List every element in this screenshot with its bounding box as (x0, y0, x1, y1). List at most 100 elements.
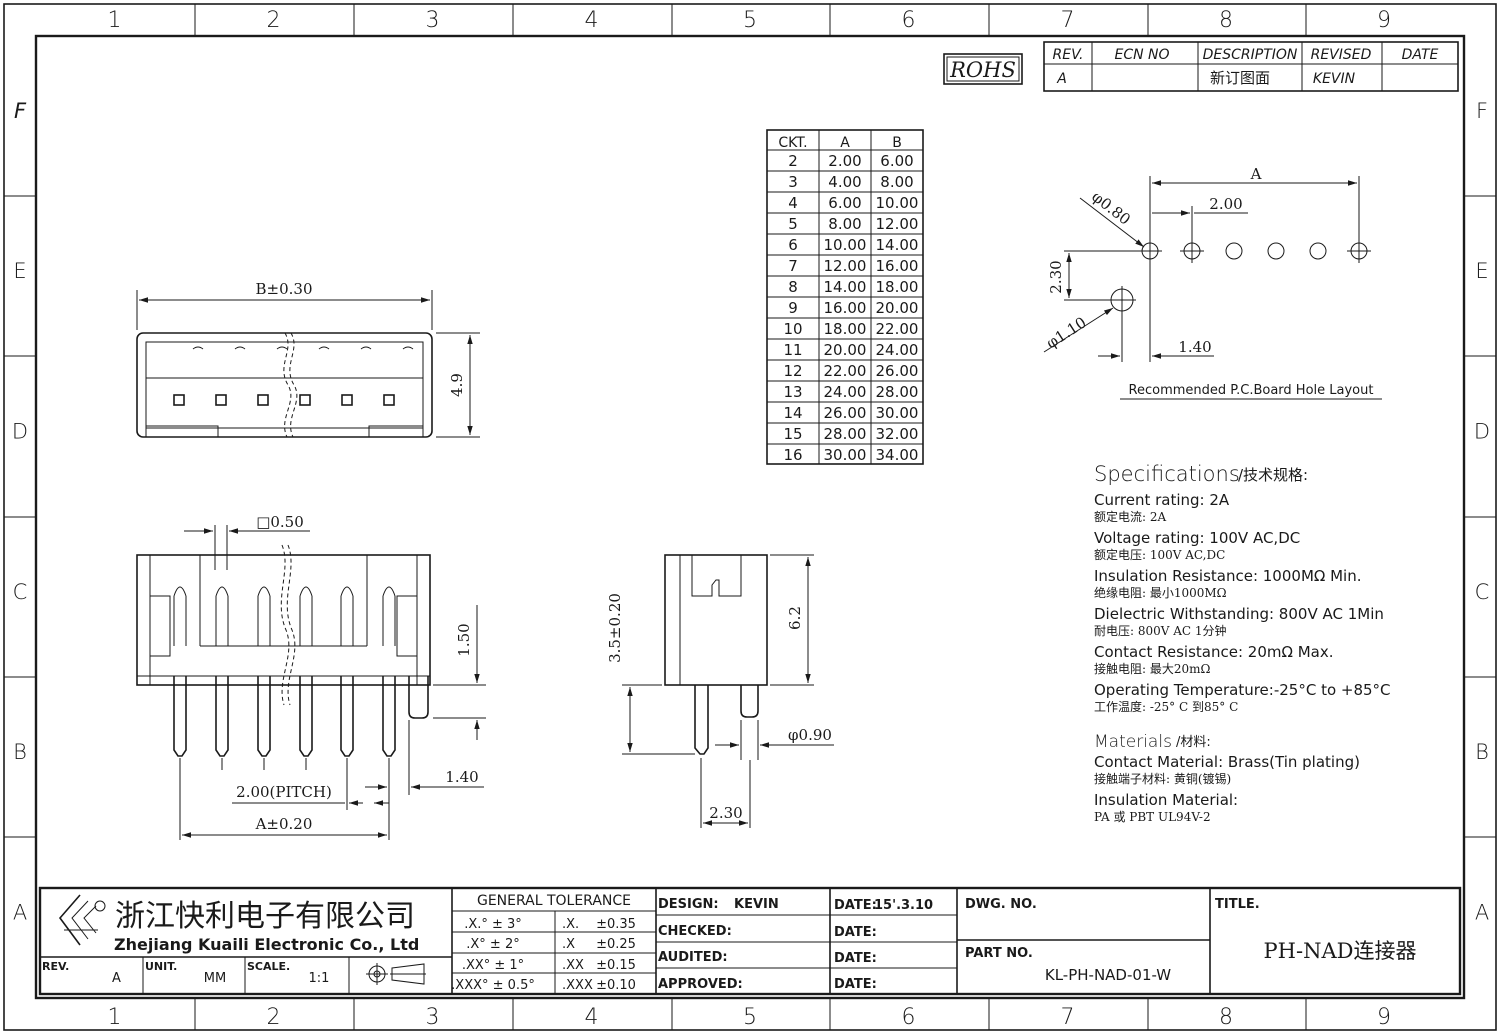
rohs-stamp: ROHS (943, 53, 1023, 85)
row-label-right: D (1474, 420, 1490, 444)
row-label-right: C (1475, 580, 1490, 604)
company-name-zh: 浙江快利电子有限公司 (115, 899, 415, 934)
ckt-cell-a: 30.00 (824, 446, 867, 464)
spec-item-zh: 额定电压: 100V AC,DC (1094, 547, 1225, 562)
design-label: DESIGN: (658, 897, 719, 912)
top-view-pin-squares (173, 394, 395, 406)
tolerance-value: ±0.35 (596, 917, 636, 932)
side-view-dim-dia: φ0.90 (788, 726, 832, 744)
tolerance-angle: .X° ± 2° (466, 937, 519, 952)
ckt-cell-ckt: 9 (788, 299, 798, 317)
side-view-dim-left: 3.5±0.20 (606, 593, 624, 663)
ckt-cell-ckt: 4 (788, 194, 798, 212)
side-view-pin-long (694, 685, 709, 755)
ckt-cell-a: 24.00 (824, 383, 867, 401)
material-item-en: Contact Material: Brass(Tin plating) (1094, 753, 1360, 771)
column-label-top: 8 (1219, 8, 1233, 33)
pcb-hole (1309, 242, 1327, 260)
description-value: 新订图面 (1210, 69, 1270, 87)
unit-label: UNIT. (145, 960, 177, 973)
ckt-header-b: B (892, 135, 902, 151)
ckt-cell-b: 18.00 (876, 278, 919, 296)
company-logo-icon (58, 894, 106, 946)
top-view-pin (173, 394, 185, 406)
column-label-top: 5 (743, 8, 757, 33)
top-view-latch-bumps (192, 346, 414, 350)
column-label-top: 9 (1377, 8, 1391, 33)
ckt-cell-a: 2.00 (828, 152, 861, 170)
ckt-cell-a: 4.00 (828, 173, 861, 191)
revision-table: REV. ECN NO DESCRIPTION REVISED DATE A 新… (1043, 41, 1459, 92)
ckt-cell-ckt: 16 (783, 446, 802, 464)
front-view-pin (382, 676, 396, 757)
ckt-cell-b: 14.00 (876, 236, 919, 254)
pcb-dia-large: φ1.10 (1043, 313, 1090, 352)
ckt-cell-a: 28.00 (824, 425, 867, 443)
projection-symbol-icon (366, 963, 426, 985)
column-label-bottom: 8 (1219, 1005, 1233, 1030)
rev-value: A (1056, 71, 1067, 87)
front-view-pins (137, 586, 430, 770)
row-label-left: F (14, 99, 27, 123)
checked-label: CHECKED: (658, 924, 732, 939)
spec-item-en: Current rating: 2A (1094, 491, 1230, 509)
ckt-header-a: A (840, 135, 850, 151)
column-label-bottom: 9 (1377, 1005, 1391, 1030)
front-view-pin (215, 676, 229, 757)
front-view-pin-top (340, 586, 354, 597)
row-label-left: B (13, 740, 27, 764)
frame-grid-ticks (4, 4, 1496, 1030)
pcb-hole (1225, 242, 1243, 260)
row-label-left: C (13, 580, 28, 604)
ckt-cell-b: 10.00 (876, 194, 919, 212)
unit-value: MM (204, 971, 226, 986)
ckt-cell-a: 12.00 (824, 257, 867, 275)
row-label-right: A (1475, 901, 1489, 925)
design-value: KEVIN (734, 897, 779, 912)
design-date-value: 15'.3.10 (874, 898, 933, 913)
top-view-bump (318, 346, 330, 350)
ckt-cell-ckt: 3 (788, 173, 798, 191)
front-view-pin (257, 676, 271, 757)
side-view-body (664, 554, 768, 686)
row-label-right: B (1475, 740, 1489, 764)
column-label-bottom: 3 (426, 1005, 440, 1030)
column-label-top: 2 (267, 8, 281, 33)
tolerance-angle: .X.° ± 3° (464, 917, 522, 932)
top-view-pin (341, 394, 353, 406)
spec-item-en: Dielectric Withstanding: 800V AC 1Min (1094, 605, 1384, 623)
ckt-cell-a: 18.00 (824, 320, 867, 338)
front-view-body (136, 554, 431, 686)
row-label-left: E (13, 259, 26, 283)
rev-value: A (112, 971, 121, 986)
front-view-pin (173, 676, 187, 757)
frame-row-labels-right: F E D C B A (1474, 99, 1490, 925)
row-label-right: E (1475, 259, 1488, 283)
ckt-cell-a: 6.00 (828, 194, 861, 212)
ckt-cell-b: 32.00 (876, 425, 919, 443)
rev-header: REV. (1053, 47, 1084, 63)
date-header: DATE (1402, 47, 1439, 63)
column-label-top: 7 (1061, 8, 1075, 33)
front-view-dim-pitch: 2.00(PITCH) (236, 783, 332, 801)
column-label-bottom: 6 (902, 1005, 916, 1030)
ckt-cell-a: 8.00 (828, 215, 861, 233)
top-view-bump (360, 346, 372, 350)
column-label-bottom: 5 (743, 1005, 757, 1030)
row-label-right: F (1476, 99, 1488, 123)
top-view-bump (234, 346, 246, 350)
top-view-pin (383, 394, 395, 406)
column-label-bottom: 7 (1061, 1005, 1075, 1030)
tolerance-decimal: .X. (562, 917, 579, 932)
pcb-dim-offset-h: 1.40 (1178, 338, 1211, 356)
ckt-cell-ckt: 12 (783, 362, 802, 380)
top-view-pin (215, 394, 227, 406)
pcb-caption: Recommended P.C.Board Hole Layout (1129, 383, 1374, 398)
top-view-dim-width: B±0.30 (256, 280, 313, 298)
row-label-left: A (13, 901, 27, 925)
ckt-cell-b: 8.00 (880, 173, 913, 191)
column-label-bottom: 1 (108, 1005, 122, 1030)
